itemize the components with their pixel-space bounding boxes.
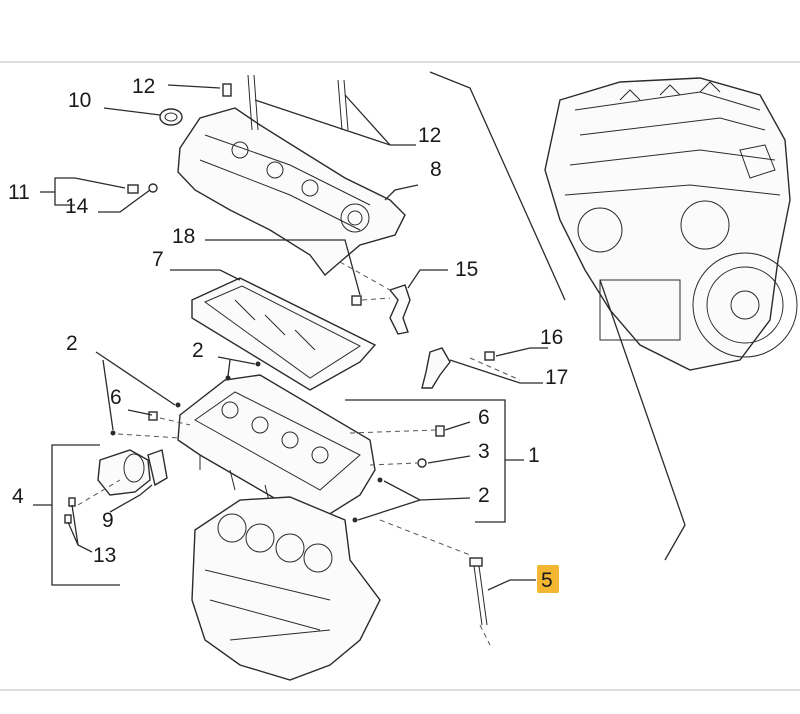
callout-1: 1 xyxy=(528,444,540,467)
leader-lines xyxy=(33,84,548,646)
engine-ref-leader-top xyxy=(429,71,566,301)
seal-6-right xyxy=(435,425,445,437)
cover-gasket xyxy=(191,277,377,391)
callout-16: 16 xyxy=(540,326,563,349)
callout-10: 10 xyxy=(68,89,91,112)
screw-13a xyxy=(68,497,76,507)
breather-plug xyxy=(127,184,139,194)
bolt-16 xyxy=(484,351,495,361)
callout-3: 3 xyxy=(478,440,490,463)
housing-gasket xyxy=(147,449,168,487)
highlight-box-5 xyxy=(537,565,559,593)
engine-ref-leader-bottom xyxy=(599,279,686,561)
callout-15: 15 xyxy=(455,258,478,281)
cylinder-head xyxy=(177,374,376,521)
sensor-17 xyxy=(421,347,451,389)
callout-12-top: 12 xyxy=(132,75,155,98)
callout-6-right: 6 xyxy=(478,406,490,429)
callout-2-left: 2 xyxy=(66,332,78,355)
callout-17: 17 xyxy=(545,366,568,389)
pipe-15 xyxy=(388,284,411,335)
callout-11: 11 xyxy=(8,181,30,204)
plug-3 xyxy=(417,458,427,468)
callout-5: 5 xyxy=(541,569,553,592)
callout-8: 8 xyxy=(430,158,442,181)
reference-engine-image xyxy=(544,77,798,371)
callout-18: 18 xyxy=(172,225,195,248)
callout-12-right: 12 xyxy=(418,124,441,147)
plug-18 xyxy=(351,295,362,306)
head-bolt-5 xyxy=(469,557,488,626)
engine-block xyxy=(191,496,381,681)
screw-13b xyxy=(64,514,72,524)
callout-2-mid: 2 xyxy=(192,339,204,362)
seal-ring xyxy=(148,183,158,193)
callout-6-left: 6 xyxy=(110,386,122,409)
cylinder-head-cover xyxy=(177,107,406,277)
seal-6-left xyxy=(148,411,158,421)
callout-9: 9 xyxy=(102,509,114,532)
callout-13: 13 xyxy=(93,544,116,567)
callout-4: 4 xyxy=(12,485,24,508)
callout-14: 14 xyxy=(65,195,89,218)
cover-bolts xyxy=(222,74,349,131)
oil-filler-cap xyxy=(159,108,183,126)
callout-2-right: 2 xyxy=(478,484,490,507)
callout-7: 7 xyxy=(152,248,164,271)
